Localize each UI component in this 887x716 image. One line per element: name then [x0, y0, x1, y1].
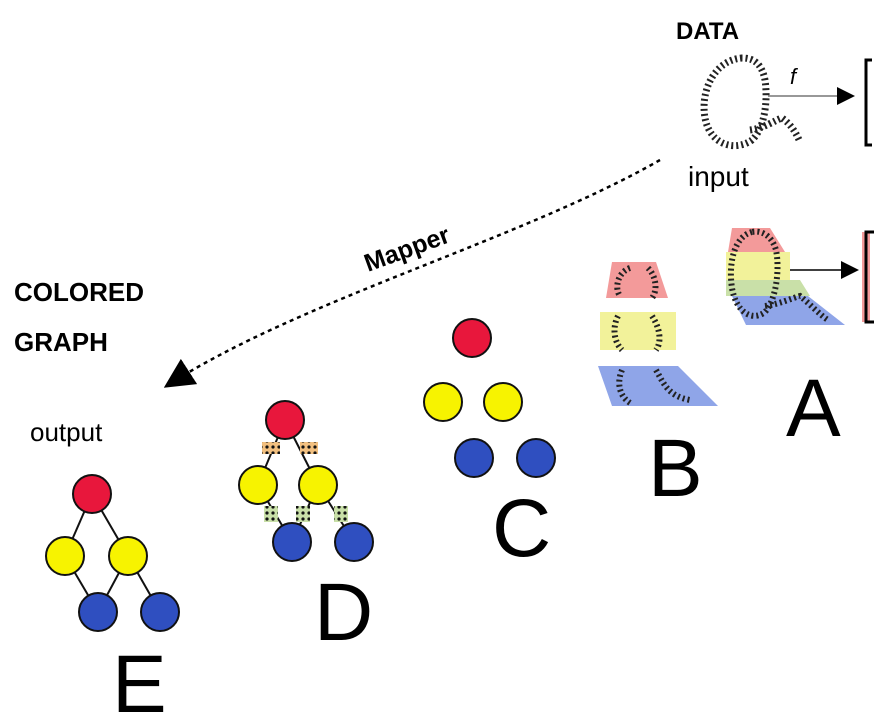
node-c-blue-left [454, 438, 494, 478]
colored-label: COLORED [14, 277, 144, 307]
node-c-red [452, 318, 492, 358]
node-c-yellow-right [483, 382, 523, 422]
step-b-label: B [648, 423, 703, 514]
node-e-blue-right [140, 592, 180, 632]
step-a-graphic [726, 228, 874, 325]
node-d-yellow-right [298, 465, 338, 505]
step-d-label: D [314, 567, 373, 658]
step-e-graphic [45, 474, 180, 632]
step-a-label: A [786, 363, 841, 454]
step-c-graphic [423, 318, 556, 478]
node-e-yellow-right [108, 536, 148, 576]
mapper-label: Mapper [360, 221, 453, 278]
node-c-yellow-left [423, 382, 463, 422]
node-e-red [72, 474, 112, 514]
mapper-arrow [163, 158, 661, 388]
step-c-label: C [492, 483, 551, 574]
data-label: DATA [676, 18, 739, 45]
node-e-blue-left [78, 592, 118, 632]
node-e-yellow-left [45, 536, 85, 576]
step-d-graphic [238, 400, 374, 562]
node-d-red [265, 400, 305, 440]
target-bracket [864, 58, 872, 147]
node-d-blue-right [334, 522, 374, 562]
node-c-blue-right [516, 438, 556, 478]
step-b-graphic [598, 262, 718, 407]
output-label: output [30, 417, 103, 447]
step-e-label: E [112, 639, 167, 716]
node-d-blue-left [272, 522, 312, 562]
graph-label: GRAPH [14, 327, 108, 357]
input-label: input [688, 161, 749, 192]
node-d-yellow-left [238, 465, 278, 505]
function-label: f [790, 64, 799, 89]
input-point-cloud [700, 54, 804, 150]
